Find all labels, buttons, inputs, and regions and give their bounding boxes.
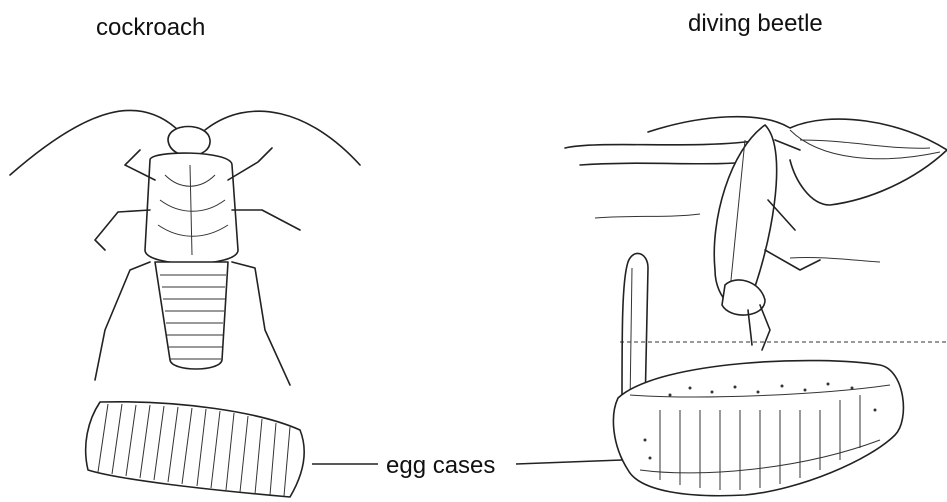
egg-cases-pointer-right — [516, 460, 622, 464]
cockroach-label: cockroach — [96, 14, 205, 42]
diving-beetle-label: diving beetle — [688, 10, 823, 38]
cockroach-egg-case-drawing — [86, 402, 304, 497]
egg-cases-label: egg cases — [382, 452, 499, 480]
cockroach-drawing — [10, 110, 360, 385]
